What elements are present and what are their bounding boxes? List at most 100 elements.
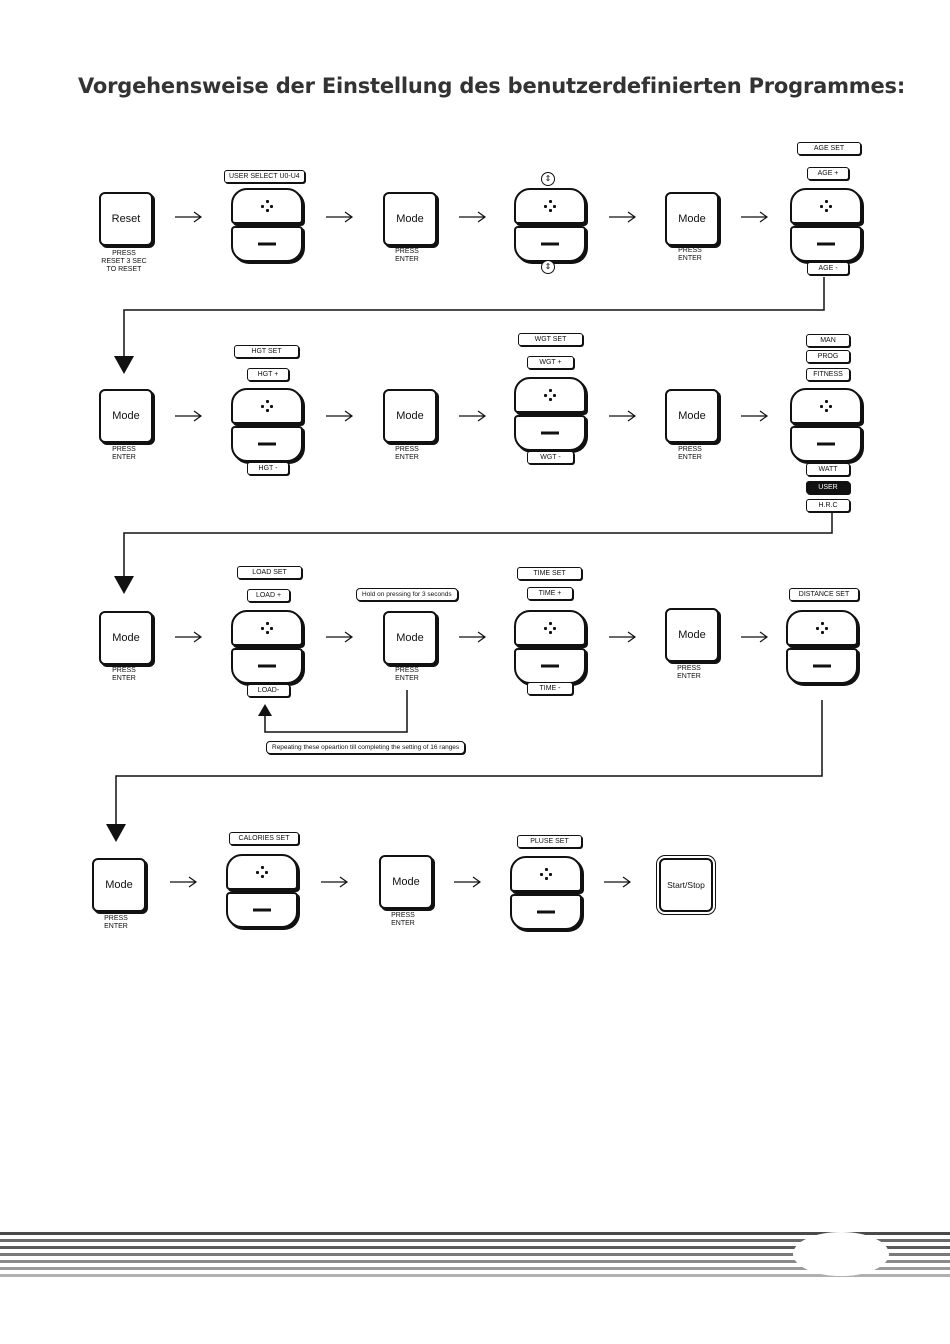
minus-button[interactable] xyxy=(786,648,858,684)
plus-icon xyxy=(256,866,268,878)
pluse-set-label: PLUSE SET xyxy=(517,835,582,848)
plus-icon xyxy=(544,622,556,634)
minus-button[interactable] xyxy=(231,226,303,262)
press-enter-caption: PRESS ENTER xyxy=(112,667,136,682)
press-enter-caption: PRESS ENTER xyxy=(104,915,128,930)
minus-button[interactable] xyxy=(790,226,862,262)
reset-caption: PRESS RESET 3 SEC TO RESET xyxy=(101,250,147,273)
minus-button[interactable] xyxy=(510,894,582,930)
mode-button[interactable]: Mode xyxy=(665,192,719,246)
minus-button[interactable] xyxy=(231,648,303,684)
pluse-rocker[interactable] xyxy=(510,856,582,930)
age-plus-label: AGE + xyxy=(807,167,849,180)
user-select-rocker[interactable] xyxy=(231,188,303,262)
time-rocker[interactable] xyxy=(514,610,586,684)
load-rocker[interactable] xyxy=(231,610,303,684)
plus-button[interactable] xyxy=(514,377,586,413)
connector-row3-row4 xyxy=(115,700,823,826)
start-stop-label: Start/Stop xyxy=(667,880,705,890)
program-watt-label: WATT xyxy=(806,463,850,476)
press-enter-caption: PRESS ENTER xyxy=(391,912,415,927)
program-man-label: MAN xyxy=(806,334,850,347)
mode-button[interactable]: Mode xyxy=(383,389,437,443)
connector-row1-row2 xyxy=(123,277,825,360)
hgt-rocker[interactable] xyxy=(231,388,303,462)
hgt-plus-label: HGT + xyxy=(247,368,289,381)
press-enter-caption: PRESS ENTER xyxy=(395,667,419,682)
down-arrow-row3 xyxy=(114,576,134,594)
footer-stripes xyxy=(0,1228,950,1288)
mode-label: Mode xyxy=(105,879,133,891)
mode-label: Mode xyxy=(112,410,140,422)
mode-button[interactable]: Mode xyxy=(99,611,153,665)
plus-icon xyxy=(261,200,273,212)
plus-button[interactable] xyxy=(231,188,303,224)
plus-icon xyxy=(816,622,828,634)
mode-button[interactable]: Mode xyxy=(383,611,437,665)
wgt-rocker[interactable] xyxy=(514,377,586,451)
hgt-set-label: HGT SET xyxy=(234,345,299,358)
start-stop-button[interactable]: Start/Stop xyxy=(659,858,713,912)
program-fitness-label: FITNESS xyxy=(806,368,850,381)
minus-button[interactable] xyxy=(231,426,303,462)
down-arrow-row2 xyxy=(114,356,134,374)
wgt-set-label: WGT SET xyxy=(518,333,583,346)
plus-button[interactable] xyxy=(226,854,298,890)
minus-button[interactable] xyxy=(226,892,298,928)
minus-icon xyxy=(817,442,835,446)
plus-button[interactable] xyxy=(510,856,582,892)
program-user-label: USER xyxy=(806,481,850,494)
mode-button[interactable]: Mode xyxy=(379,855,433,909)
age-rocker[interactable] xyxy=(790,188,862,262)
load-minus-label: LOAD- xyxy=(247,684,290,697)
plus-button[interactable] xyxy=(231,388,303,424)
mode-button[interactable]: Mode xyxy=(665,389,719,443)
mode-label: Mode xyxy=(392,876,420,888)
mode-button[interactable]: Mode xyxy=(665,608,719,662)
plus-button[interactable] xyxy=(790,188,862,224)
plus-button[interactable] xyxy=(786,610,858,646)
calories-rocker[interactable] xyxy=(226,854,298,928)
minus-button[interactable] xyxy=(790,426,862,462)
minus-icon xyxy=(541,242,559,246)
mode-button[interactable]: Mode xyxy=(92,858,146,912)
load-plus-label: LOAD + xyxy=(247,589,290,602)
minus-icon xyxy=(258,242,276,246)
value-rocker[interactable] xyxy=(514,188,586,262)
repeat-note: Repeating these opeartion till completin… xyxy=(266,741,466,754)
plus-button[interactable] xyxy=(231,610,303,646)
plus-icon xyxy=(261,400,273,412)
minus-button[interactable] xyxy=(514,226,586,262)
plus-icon xyxy=(544,389,556,401)
mode-button[interactable]: Mode xyxy=(99,389,153,443)
program-hrc-label: H.R.C xyxy=(806,499,850,512)
minus-button[interactable] xyxy=(514,415,586,451)
plus-icon xyxy=(820,200,832,212)
reset-button[interactable]: Reset xyxy=(99,192,153,246)
wgt-plus-label: WGT + xyxy=(527,356,574,369)
minus-icon xyxy=(253,908,271,912)
time-plus-label: TIME + xyxy=(527,587,573,600)
plus-icon xyxy=(261,622,273,634)
plus-button[interactable] xyxy=(790,388,862,424)
plus-button[interactable] xyxy=(514,610,586,646)
load-set-label: LOAD SET xyxy=(237,566,302,579)
loop-connector xyxy=(264,690,408,733)
page-number-oval xyxy=(793,1232,889,1276)
mode-button[interactable]: Mode xyxy=(383,192,437,246)
plus-button[interactable] xyxy=(514,188,586,224)
mode-label: Mode xyxy=(396,410,424,422)
hgt-minus-label: HGT - xyxy=(247,462,289,475)
minus-icon xyxy=(813,664,831,668)
up-down-icon: ⇕ xyxy=(541,172,555,186)
minus-button[interactable] xyxy=(514,648,586,684)
age-set-label: AGE SET xyxy=(797,142,861,155)
distance-rocker[interactable] xyxy=(786,610,858,684)
mode-label: Mode xyxy=(678,213,706,225)
program-rocker[interactable] xyxy=(790,388,862,462)
distance-set-label: DISTANCE SET xyxy=(789,588,859,601)
press-enter-caption: PRESS ENTER xyxy=(395,446,419,461)
time-minus-label: TIME - xyxy=(527,682,573,695)
press-enter-caption: PRESS ENTER xyxy=(677,665,701,680)
